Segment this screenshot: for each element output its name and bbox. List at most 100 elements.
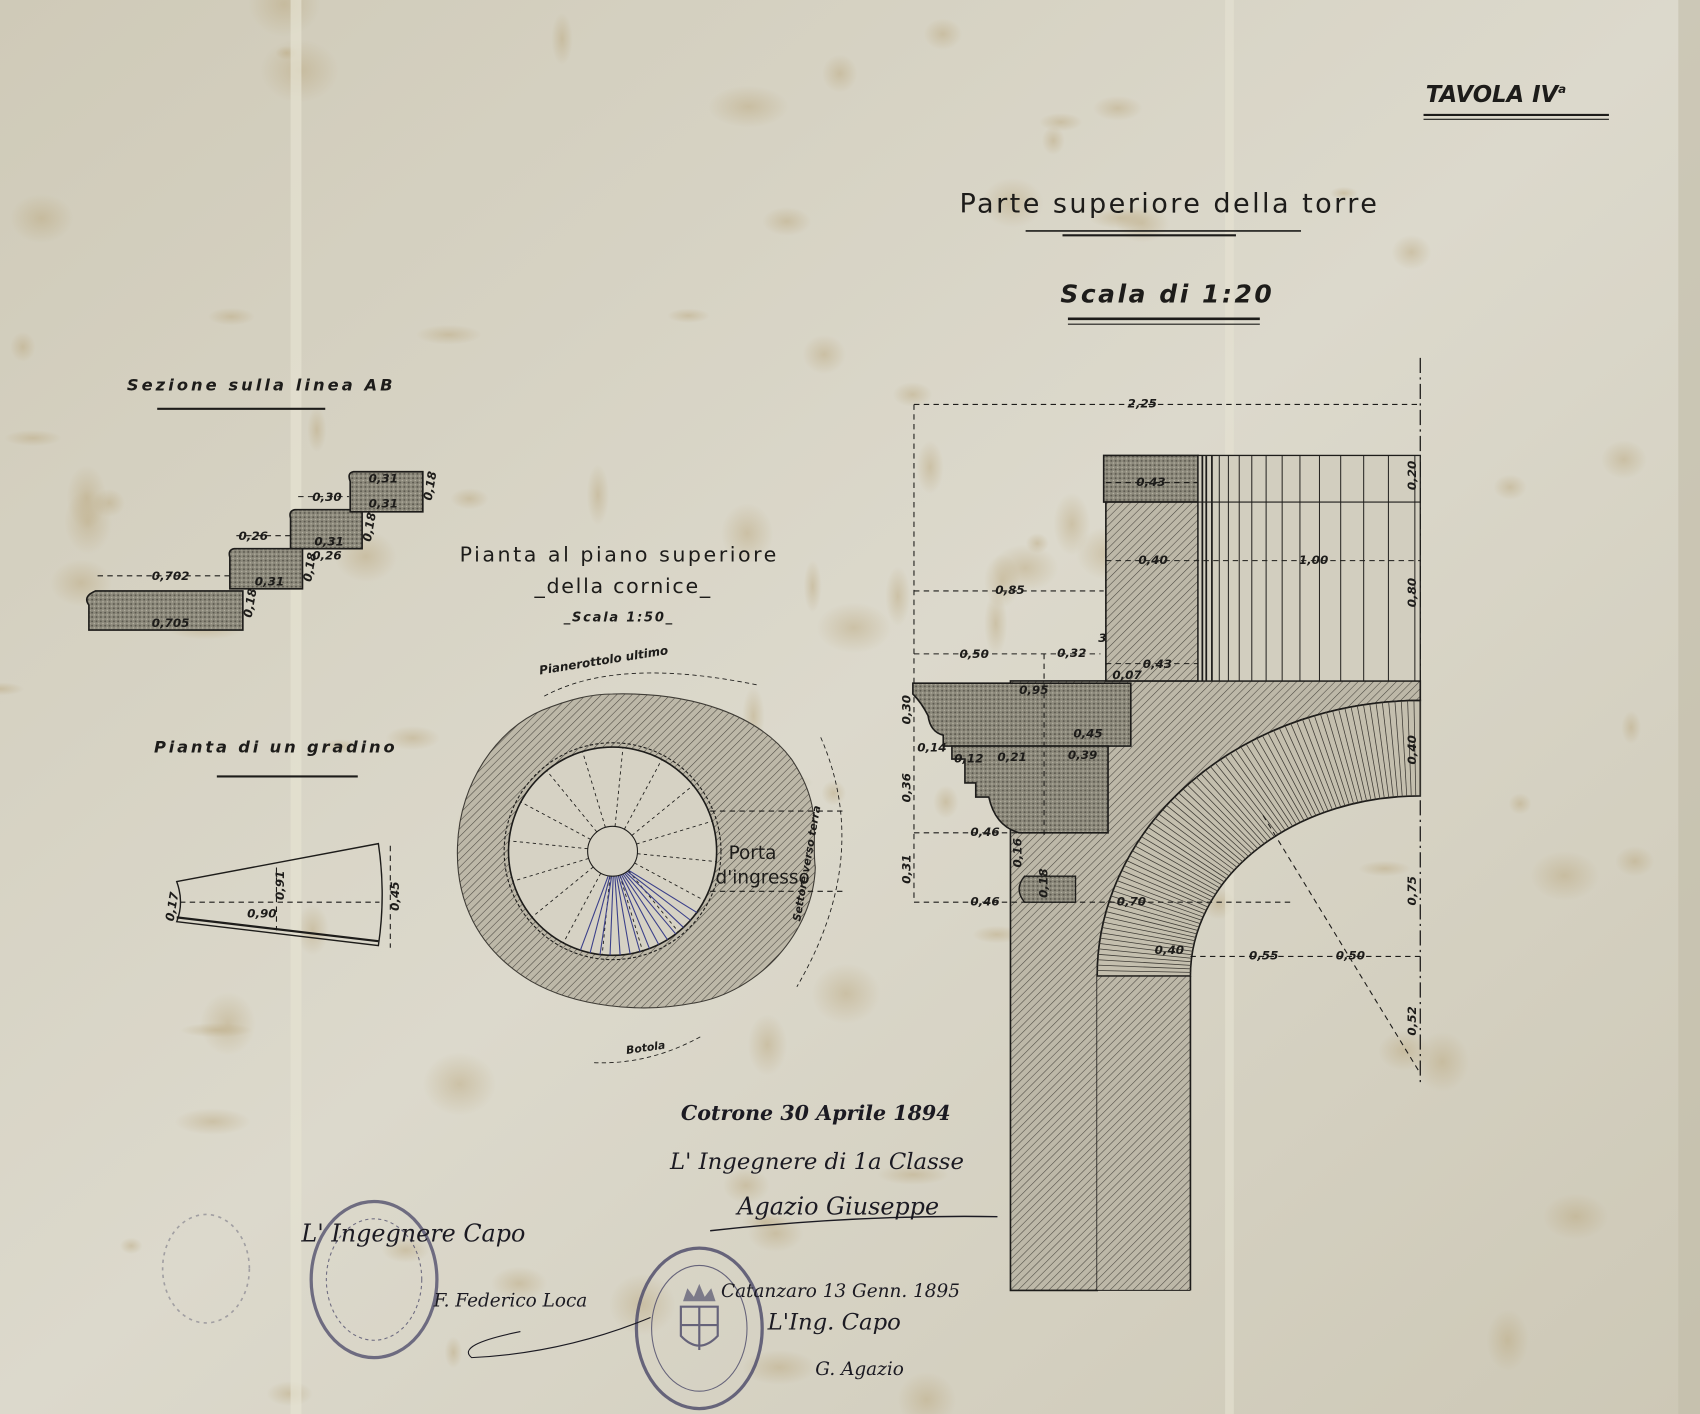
stain	[586, 464, 610, 526]
signature-flourish	[710, 1215, 998, 1232]
voussoir-line	[1215, 762, 1275, 838]
voussoir-line	[1166, 805, 1241, 865]
voussoir-line	[1129, 855, 1214, 898]
voussoir-line	[1121, 870, 1209, 908]
stair-tread-line	[562, 872, 602, 944]
voussoir-line	[1296, 721, 1333, 810]
floor-plan-subtitle: _della cornice_	[534, 574, 711, 599]
voussoir-line	[1356, 705, 1376, 800]
step-block	[348, 470, 424, 513]
dimension-label: 0,45	[1073, 726, 1102, 740]
stain	[416, 324, 482, 345]
dimension-label: 0,80	[1405, 578, 1419, 607]
stair-tread-line	[637, 853, 717, 863]
voussoir-line	[1200, 773, 1265, 844]
step-block	[228, 547, 304, 590]
stain	[816, 602, 892, 654]
voussoir-line	[1106, 911, 1197, 935]
stain	[722, 1167, 770, 1204]
trapdoor-arc	[594, 1035, 703, 1064]
dimension-label: 0,91	[273, 871, 287, 900]
voussoir-line	[1363, 704, 1381, 799]
stain	[991, 544, 1059, 592]
step-outline	[175, 842, 383, 947]
voussoir-line	[1407, 700, 1412, 797]
dimension-label: 0,52	[1405, 1006, 1419, 1035]
step-block	[289, 508, 363, 550]
fold-line	[1678, 0, 1700, 1414]
stain	[450, 488, 489, 510]
stair-tread-line	[623, 759, 663, 830]
fan-tread-line	[609, 876, 614, 956]
dimension-label: 0,95	[1019, 683, 1048, 697]
stain	[609, 1273, 676, 1335]
voussoir-line	[1350, 706, 1372, 801]
voussoir-line	[1240, 746, 1293, 827]
dimension-label: 0,18	[241, 587, 260, 618]
stain	[916, 440, 944, 494]
voussoir-line	[1126, 860, 1212, 901]
voussoir-line	[1267, 732, 1313, 818]
stamp-ring	[309, 1199, 439, 1360]
stairwell-rail	[503, 742, 722, 961]
trapdoor-label: Botola	[625, 1039, 666, 1057]
stain	[897, 1371, 956, 1414]
dimension-label: 0,46	[970, 825, 999, 839]
stain	[984, 591, 1008, 657]
cornice-upper	[912, 682, 1132, 747]
stain	[4, 429, 62, 447]
step-block	[85, 590, 244, 631]
voussoir-line	[1256, 738, 1305, 821]
stain	[720, 503, 774, 564]
stain	[491, 1266, 548, 1301]
place-date: Cotrone 30 Aprile 1894	[681, 1101, 951, 1125]
stain	[1025, 533, 1049, 554]
stain	[1486, 1309, 1529, 1372]
dimension-label: 0,50	[1336, 949, 1365, 963]
fan-tread-line	[619, 874, 650, 949]
fan-tread-line	[614, 876, 621, 956]
approval-signature: G. Agazio	[815, 1359, 904, 1380]
voussoir-line	[1314, 715, 1346, 806]
voussoir-line	[1110, 895, 1201, 925]
stain	[296, 904, 329, 956]
voussoir-line	[1182, 788, 1252, 855]
voussoir-line	[1375, 703, 1390, 798]
voussoir-line	[1290, 723, 1329, 812]
stain	[381, 1237, 430, 1263]
voussoir-line	[1099, 943, 1193, 956]
sector-arc	[796, 737, 843, 987]
voussoir-line	[1170, 800, 1243, 863]
stair-tread-line	[582, 751, 606, 828]
stair-tread-line	[508, 840, 588, 850]
voussoir-line	[1344, 708, 1367, 801]
stain	[933, 785, 959, 819]
stair-tread-line	[531, 866, 594, 918]
stain	[822, 54, 858, 93]
cornice-lower	[951, 745, 1109, 834]
diagonal-line	[1262, 815, 1421, 1074]
stain	[811, 963, 881, 1025]
fan-tread-line	[616, 875, 631, 954]
voussoir-line	[1284, 725, 1325, 813]
stain	[885, 566, 911, 626]
voussoir-line	[1308, 717, 1342, 808]
voussoir-line	[1144, 831, 1225, 883]
stain	[266, 1381, 313, 1407]
voussoir-line	[1097, 959, 1191, 966]
stain	[972, 925, 1022, 944]
stain	[1391, 234, 1432, 270]
stain	[248, 0, 321, 37]
voussoir-line	[1098, 953, 1192, 963]
stain	[1414, 1031, 1470, 1093]
fan-tread-line	[628, 869, 698, 913]
stain	[1542, 1193, 1609, 1240]
fan-tread-line	[599, 876, 613, 955]
voussoir-line	[1158, 813, 1235, 871]
plate-number: TAVOLA IVa	[1426, 82, 1567, 108]
engineer-title: L' Ingegnere di 1a Classe	[669, 1149, 964, 1175]
voussoir-line	[1114, 885, 1204, 918]
dimension-label: 0,20	[1405, 461, 1419, 490]
stain	[307, 407, 327, 453]
